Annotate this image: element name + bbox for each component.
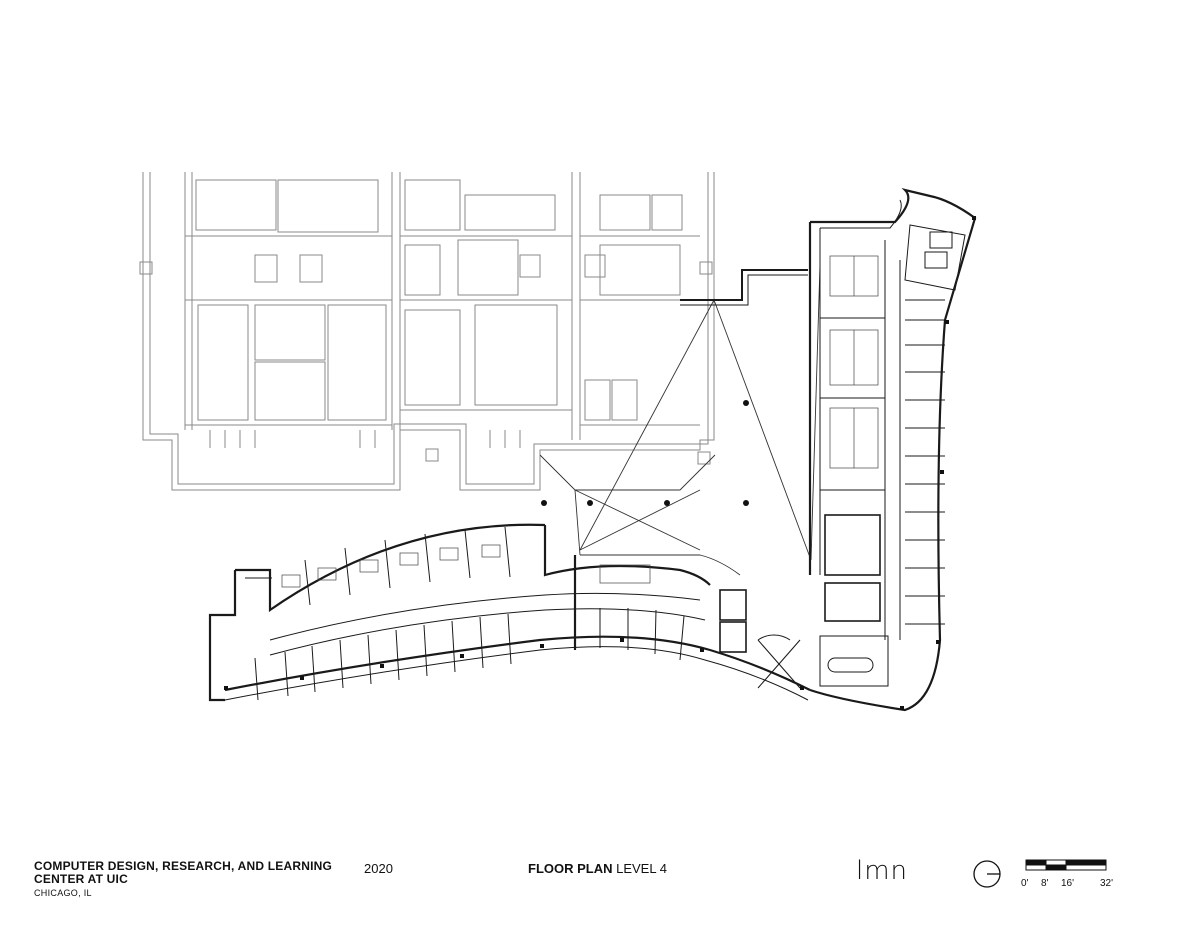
scale-label-0: 0' xyxy=(1021,878,1029,889)
atrium-void xyxy=(539,264,821,576)
project-location: CHICAGO, IL xyxy=(34,888,92,898)
scale-label-32: 32' xyxy=(1100,878,1114,889)
firm-logo: lmn xyxy=(856,856,909,886)
north-arrow-icon xyxy=(973,860,1001,888)
columns xyxy=(541,400,749,506)
project-title: COMPUTER DESIGN, RESEARCH, AND LEARNING … xyxy=(34,859,333,886)
sheet-title-level: LEVEL 4 xyxy=(612,861,667,876)
existing-building xyxy=(139,172,715,491)
scale-label-16: 16' xyxy=(1061,878,1075,889)
scale-bar-icon xyxy=(1025,859,1107,871)
new-building xyxy=(208,188,977,712)
scale-label-8: 8' xyxy=(1041,878,1049,889)
sheet-title-bold: FLOOR PLAN xyxy=(528,861,613,876)
sheet-title: FLOOR PLAN LEVEL 4 xyxy=(528,861,667,876)
project-year: 2020 xyxy=(364,861,393,876)
